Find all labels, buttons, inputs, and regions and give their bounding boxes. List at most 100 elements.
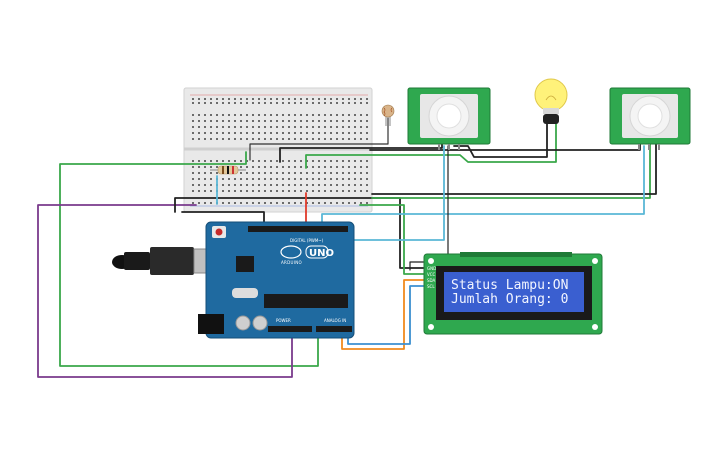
breadboard-hole: [198, 166, 200, 168]
breadboard-hole: [360, 102, 362, 104]
breadboard-hole: [324, 202, 326, 204]
breadboard-hole: [276, 120, 278, 122]
breadboard-hole: [252, 138, 254, 140]
breadboard-hole: [192, 184, 194, 186]
breadboard-hole: [300, 114, 302, 116]
breadboard-hole: [246, 126, 248, 128]
breadboard-hole: [354, 138, 356, 140]
breadboard-hole: [366, 132, 368, 134]
breadboard-hole: [330, 98, 332, 100]
breadboard-hole: [198, 132, 200, 134]
breadboard-hole: [360, 126, 362, 128]
breadboard-hole: [252, 184, 254, 186]
breadboard-hole: [192, 202, 194, 204]
breadboard-hole: [354, 178, 356, 180]
breadboard-hole: [306, 160, 308, 162]
breadboard-hole: [276, 114, 278, 116]
pir-sensor-right: [609, 87, 691, 150]
breadboard-hole: [240, 98, 242, 100]
breadboard-hole: [270, 126, 272, 128]
breadboard-hole: [294, 166, 296, 168]
breadboard-hole: [324, 178, 326, 180]
breadboard-hole: [264, 138, 266, 140]
breadboard-hole: [294, 184, 296, 186]
arduino-model-label: UNO: [309, 248, 334, 259]
breadboard-hole: [252, 132, 254, 134]
breadboard-hole: [366, 178, 368, 180]
wire-green-pir-right: [371, 143, 651, 199]
breadboard-hole: [192, 190, 194, 192]
breadboard-hole: [324, 126, 326, 128]
breadboard-hole: [318, 184, 320, 186]
breadboard-hole: [300, 120, 302, 122]
breadboard-hole: [360, 120, 362, 122]
breadboard-hole: [198, 120, 200, 122]
breadboard-hole: [216, 160, 218, 162]
lcd-pin-gnd: GND: [427, 266, 436, 271]
breadboard-hole: [306, 102, 308, 104]
breadboard-hole: [330, 138, 332, 140]
breadboard-hole: [246, 138, 248, 140]
breadboard-hole: [258, 120, 260, 122]
breadboard-hole: [216, 114, 218, 116]
breadboard-hole: [258, 98, 260, 100]
breadboard-hole: [204, 102, 206, 104]
breadboard-hole: [348, 98, 350, 100]
breadboard-hole: [288, 172, 290, 174]
breadboard-hole: [240, 126, 242, 128]
breadboard-hole: [258, 114, 260, 116]
breadboard-hole: [240, 102, 242, 104]
arduino-uno: UNO ARDUINO DIGITAL (PWM~) POWER ANALOG …: [198, 221, 355, 339]
breadboard-hole: [336, 172, 338, 174]
breadboard-hole: [198, 184, 200, 186]
breadboard-hole: [330, 132, 332, 134]
breadboard-hole: [318, 160, 320, 162]
breadboard-hole: [366, 102, 368, 104]
light-bulb-icon: [534, 78, 568, 124]
breadboard-hole: [204, 184, 206, 186]
breadboard-hole: [222, 202, 224, 204]
breadboard-hole: [246, 178, 248, 180]
wire-black-pir-left: [279, 143, 443, 163]
breadboard-hole: [198, 178, 200, 180]
breadboard-hole: [234, 138, 236, 140]
breadboard-hole: [282, 114, 284, 116]
breadboard-hole: [324, 132, 326, 134]
breadboard-hole: [324, 160, 326, 162]
arduino-power-label: POWER: [276, 318, 291, 323]
breadboard-hole: [216, 138, 218, 140]
breadboard-hole: [354, 102, 356, 104]
breadboard-hole: [336, 202, 338, 204]
breadboard-hole: [324, 98, 326, 100]
breadboard-hole: [276, 184, 278, 186]
breadboard-hole: [324, 166, 326, 168]
breadboard-hole: [360, 166, 362, 168]
wire-purple-loop: [37, 204, 293, 378]
breadboard-hole: [354, 202, 356, 204]
breadboard-hole: [330, 120, 332, 122]
breadboard-hole: [294, 102, 296, 104]
breadboard-hole: [366, 166, 368, 168]
breadboard-hole: [282, 178, 284, 180]
breadboard-hole: [258, 166, 260, 168]
breadboard-hole: [330, 190, 332, 192]
breadboard-hole: [366, 160, 368, 162]
breadboard-hole: [348, 126, 350, 128]
breadboard-hole: [300, 160, 302, 162]
breadboard-hole: [288, 102, 290, 104]
breadboard-hole: [228, 202, 230, 204]
breadboard-hole: [270, 166, 272, 168]
breadboard-hole: [294, 126, 296, 128]
breadboard-hole: [216, 120, 218, 122]
breadboard-hole: [240, 190, 242, 192]
breadboard-hole: [252, 172, 254, 174]
breadboard-hole: [312, 120, 314, 122]
breadboard-hole: [204, 160, 206, 162]
breadboard-hole: [348, 120, 350, 122]
breadboard-hole: [324, 138, 326, 140]
breadboard-hole: [366, 172, 368, 174]
breadboard-hole: [246, 102, 248, 104]
breadboard-hole: [192, 114, 194, 116]
breadboard-hole: [210, 102, 212, 104]
breadboard-hole: [360, 114, 362, 116]
